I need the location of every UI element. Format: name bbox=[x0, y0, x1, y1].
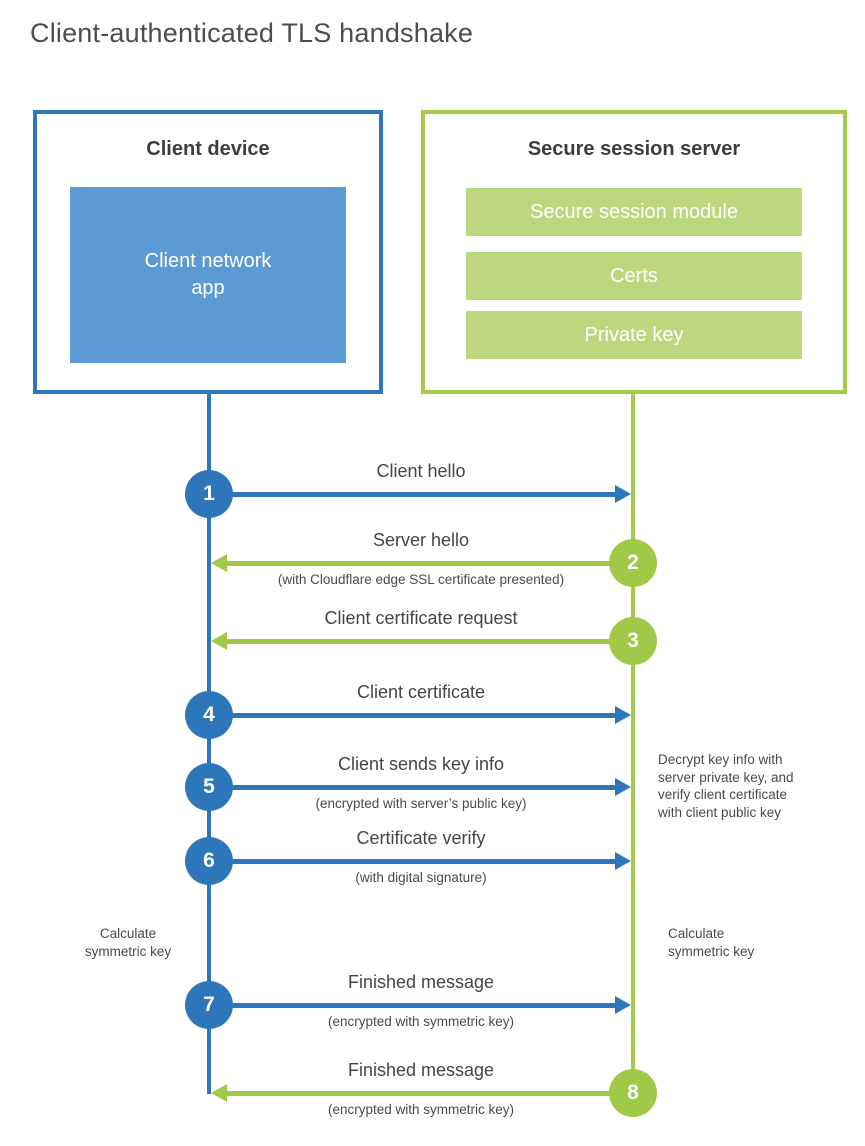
page-title: Client-authenticated TLS handshake bbox=[30, 18, 474, 48]
step-6-circle: 6 bbox=[185, 837, 233, 885]
arrowhead-left-icon bbox=[211, 1084, 227, 1102]
arrow-line bbox=[227, 1091, 633, 1096]
message-label: Finished message bbox=[347, 1060, 495, 1080]
server-calculate-symmetric-key-note: Calculate symmetric key bbox=[668, 926, 755, 959]
message-label: Client sends key info bbox=[337, 754, 505, 774]
secure-session-module-bar: Secure session module bbox=[466, 188, 802, 236]
arrow-line bbox=[209, 1003, 615, 1008]
message-label: Client certificate request bbox=[324, 608, 518, 628]
arrowhead-right-icon bbox=[615, 706, 631, 724]
certs-bar: Certs bbox=[466, 252, 802, 300]
arrowhead-right-icon bbox=[615, 778, 631, 796]
private-key-bar: Private key bbox=[466, 311, 802, 359]
arrow-line bbox=[209, 785, 615, 790]
message-label: Certificate verify bbox=[356, 828, 486, 848]
server-lifeline bbox=[631, 392, 635, 1093]
step-4-circle: 4 bbox=[185, 691, 233, 739]
message-label: Client hello bbox=[376, 461, 466, 481]
message-sublabel: (encrypted with symmetric key) bbox=[327, 1102, 515, 1117]
arrowhead-left-icon bbox=[211, 632, 227, 650]
step-1-circle: 1 bbox=[185, 470, 233, 518]
arrow-line bbox=[209, 492, 615, 497]
step-2-circle: 2 bbox=[609, 539, 657, 587]
arrow-line bbox=[209, 713, 615, 718]
step-3-circle: 3 bbox=[609, 617, 657, 665]
message-label: Client certificate bbox=[356, 682, 486, 702]
message-sublabel: (encrypted with symmetric key) bbox=[327, 1014, 515, 1029]
arrowhead-right-icon bbox=[615, 852, 631, 870]
step-5-circle: 5 bbox=[185, 763, 233, 811]
step-7-circle: 7 bbox=[185, 981, 233, 1029]
decrypt-key-note: Decrypt key info with server private key… bbox=[658, 752, 794, 820]
arrow-line bbox=[227, 639, 633, 644]
arrow-line bbox=[209, 859, 615, 864]
message-sublabel: (with digital signature) bbox=[355, 870, 487, 885]
message-label: Finished message bbox=[347, 972, 495, 992]
client-calculate-symmetric-key-note: Calculate symmetric key bbox=[84, 926, 172, 959]
client-lifeline bbox=[207, 392, 211, 1094]
message-label: Server hello bbox=[372, 530, 470, 550]
step-8-circle: 8 bbox=[609, 1069, 657, 1117]
message-sublabel: (encrypted with server’s public key) bbox=[315, 796, 527, 811]
arrowhead-right-icon bbox=[615, 485, 631, 503]
secure-session-server-title: Secure session server bbox=[527, 138, 741, 160]
message-sublabel: (with Cloudflare edge SSL certificate pr… bbox=[277, 572, 565, 587]
arrowhead-left-icon bbox=[211, 554, 227, 572]
client-device-title: Client device bbox=[146, 138, 270, 160]
client-network-app-box: Client network app bbox=[70, 187, 346, 363]
arrowhead-right-icon bbox=[615, 996, 631, 1014]
arrow-line bbox=[227, 561, 633, 566]
